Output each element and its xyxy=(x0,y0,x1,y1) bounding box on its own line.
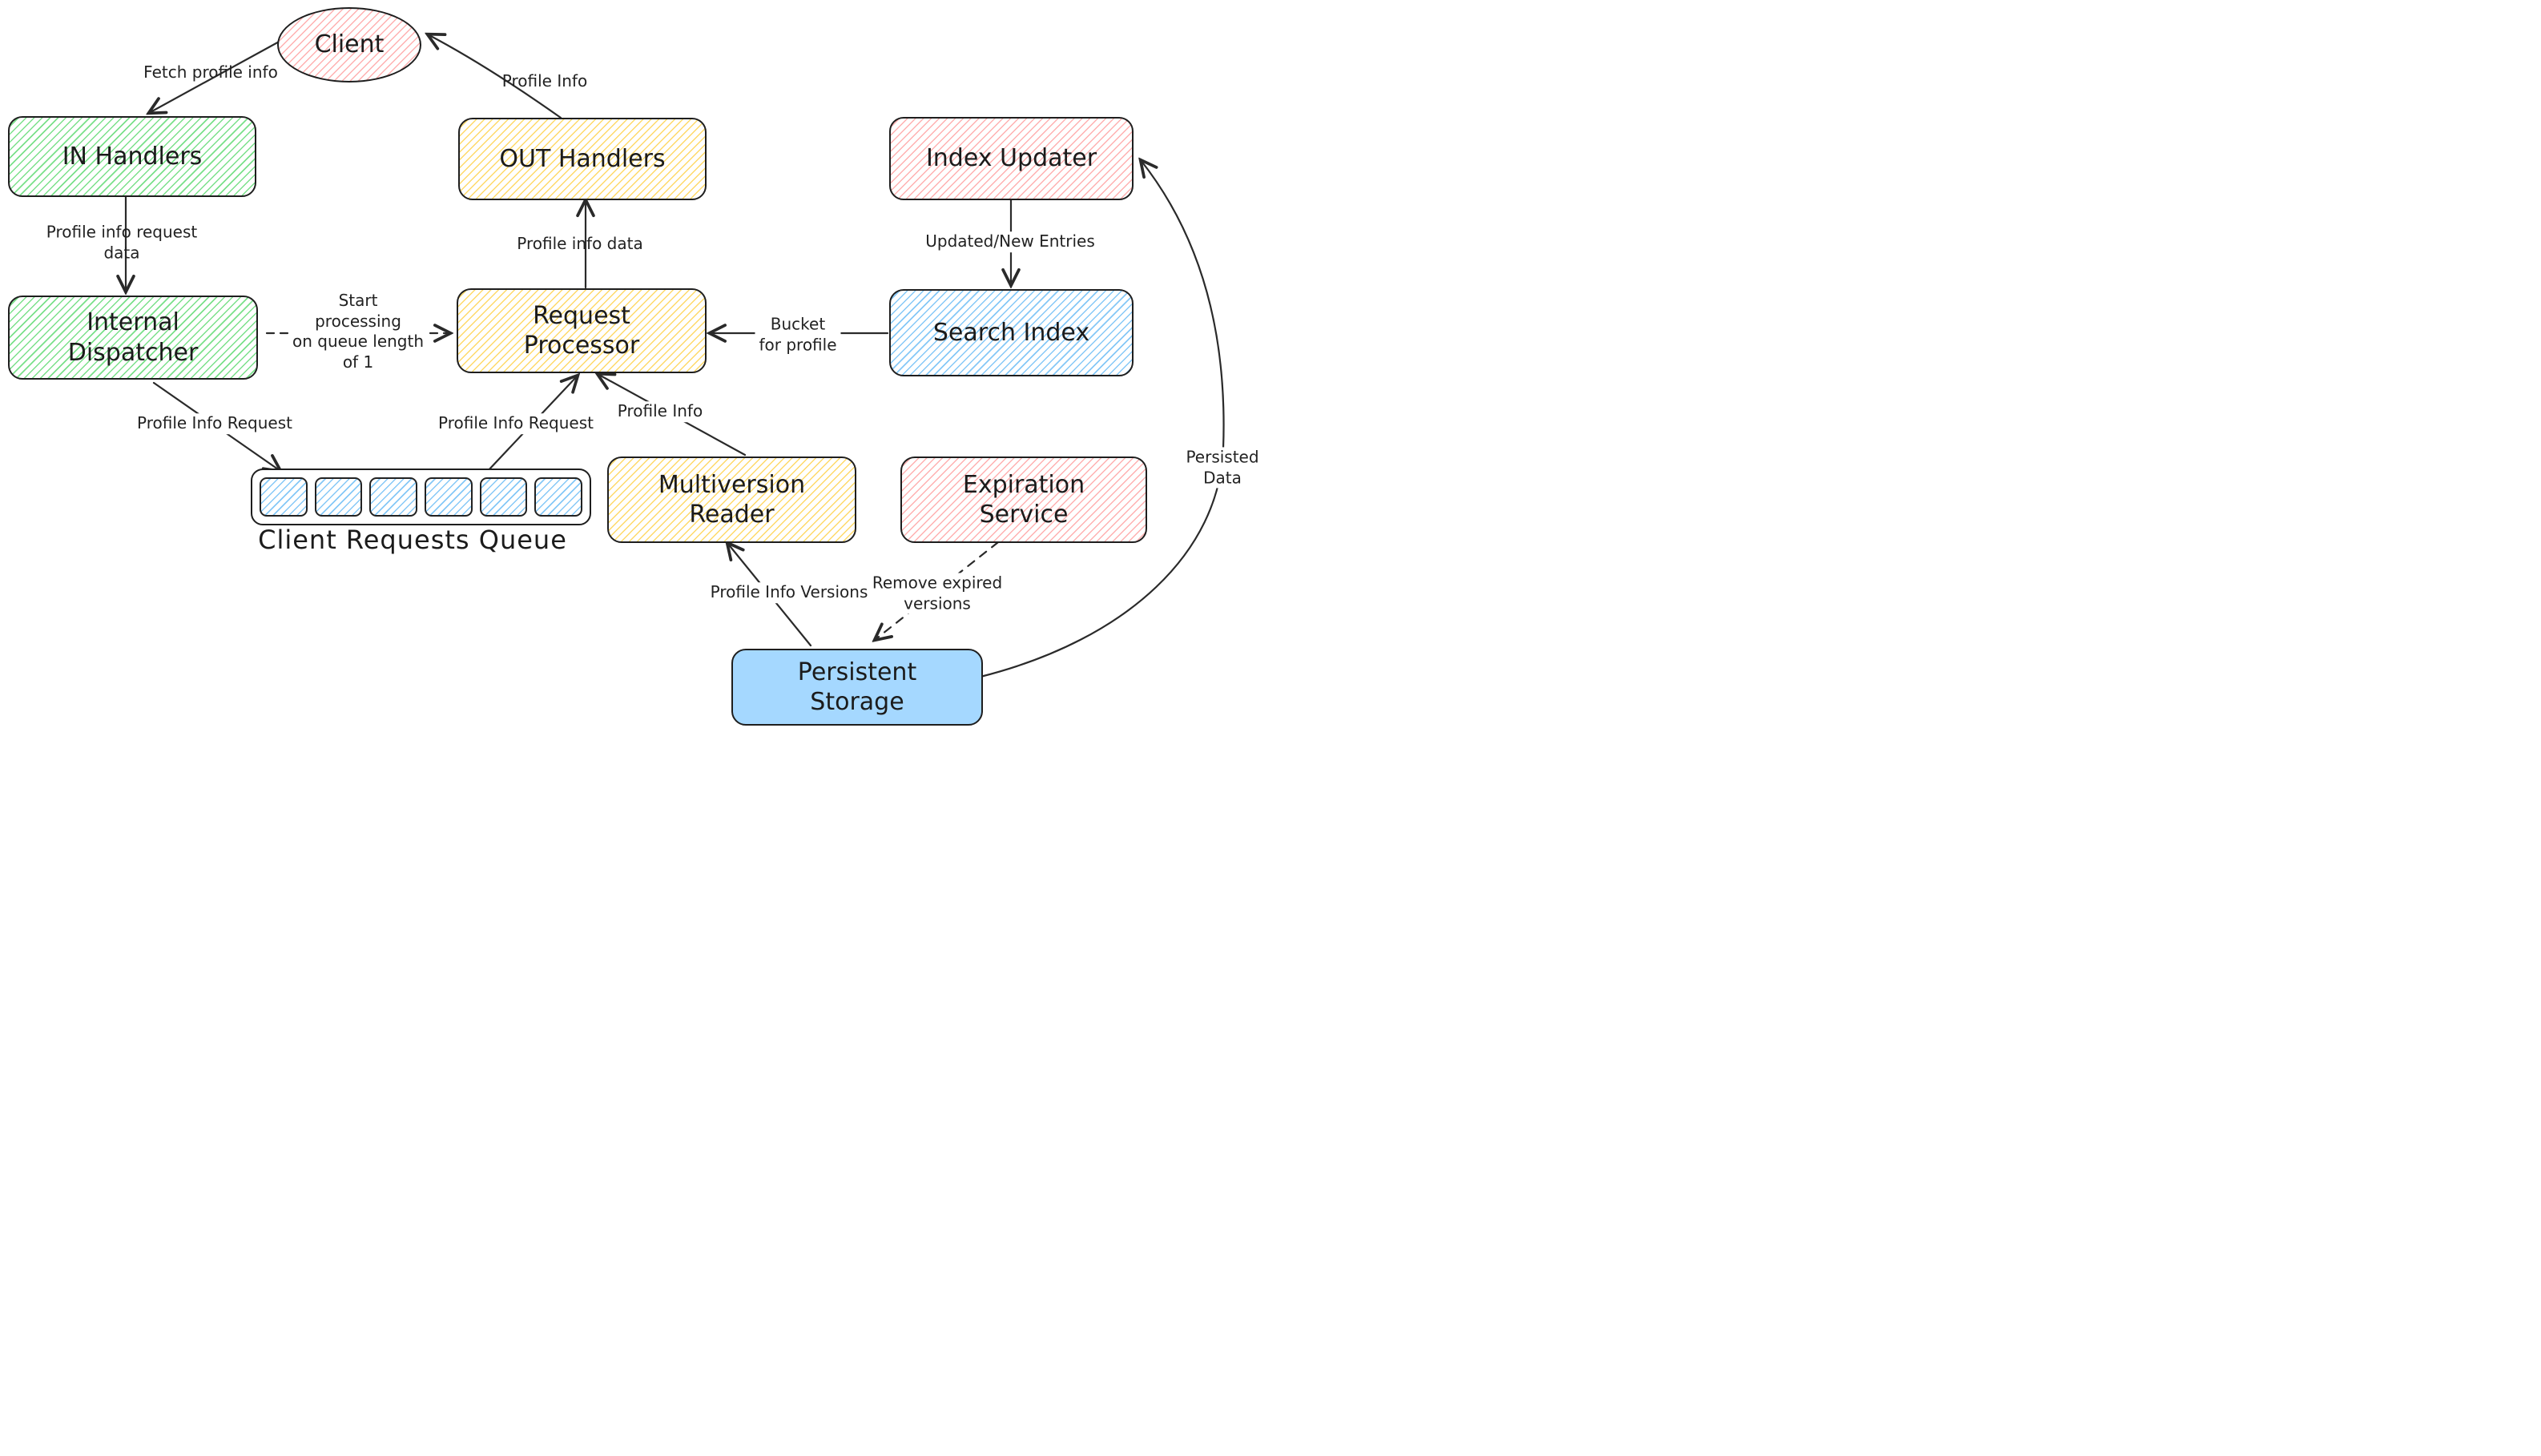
edge-out-handlers-to-client xyxy=(428,34,562,119)
node-index-updater: Index Updater xyxy=(889,117,1134,200)
edge-label-profile-info-from-reader: Profile Info xyxy=(613,401,707,422)
client-requests-queue-caption: Client Requests Queue xyxy=(258,525,567,555)
edge-label-persisted-data: Persisted Data xyxy=(1182,447,1263,489)
queue-slot xyxy=(260,477,308,517)
edge-label-profile-info-data: Profile info data xyxy=(517,234,643,254)
node-multiversion-reader: Multiversion Reader xyxy=(607,457,856,543)
edge-label-bucket-for-profile: Bucket for profile xyxy=(755,314,841,356)
node-internal-dispatcher-label: Internal Dispatcher xyxy=(67,308,199,367)
node-client-label: Client xyxy=(314,30,385,59)
node-index-updater-label: Index Updater xyxy=(925,144,1097,173)
node-search-index-label: Search Index xyxy=(932,318,1090,347)
node-in-handlers: IN Handlers xyxy=(8,116,256,197)
edge-client-to-in-handlers xyxy=(149,38,284,113)
node-client-requests-queue xyxy=(251,469,591,525)
node-in-handlers-label: IN Handlers xyxy=(62,142,203,171)
queue-slot xyxy=(534,477,583,517)
node-out-handlers: OUT Handlers xyxy=(458,118,707,200)
edge-label-profile-info-versions: Profile Info Versions xyxy=(706,582,872,603)
queue-slot xyxy=(369,477,418,517)
edge-label-updated-new-entries: Updated/New Entries xyxy=(921,231,1099,252)
node-internal-dispatcher: Internal Dispatcher xyxy=(8,296,258,380)
architecture-diagram: Client IN Handlers Internal Dispatcher O… xyxy=(0,0,1270,728)
edge-label-fetch-profile-info: Fetch profile info xyxy=(143,62,278,82)
queue-slot xyxy=(425,477,473,517)
node-persistent-storage: Persistent Storage xyxy=(731,649,983,726)
queue-slot xyxy=(314,477,363,517)
edge-label-profile-info-to-client: Profile Info xyxy=(501,71,588,91)
node-search-index: Search Index xyxy=(889,289,1134,376)
edge-label-start-processing: Start processing on queue length of 1 xyxy=(288,290,429,373)
edge-label-remove-expired-versions: Remove expired versions xyxy=(868,573,1007,614)
node-request-processor: Request Processor xyxy=(457,288,707,373)
node-expiration-service: Expiration Service xyxy=(900,457,1147,543)
node-request-processor-label: Request Processor xyxy=(523,301,640,360)
node-expiration-service-label: Expiration Service xyxy=(962,470,1085,529)
queue-slot xyxy=(479,477,528,517)
edge-label-profile-info-request-from-dispatcher: Profile Info Request xyxy=(133,413,296,434)
node-persistent-storage-label: Persistent Storage xyxy=(797,658,917,717)
edge-label-profile-info-request-data: Profile info request data xyxy=(46,222,198,262)
node-out-handlers-label: OUT Handlers xyxy=(499,144,666,173)
node-multiversion-reader-label: Multiversion Reader xyxy=(658,470,806,529)
edge-label-profile-info-request-from-queue: Profile Info Request xyxy=(434,413,598,434)
node-client: Client xyxy=(277,7,421,82)
